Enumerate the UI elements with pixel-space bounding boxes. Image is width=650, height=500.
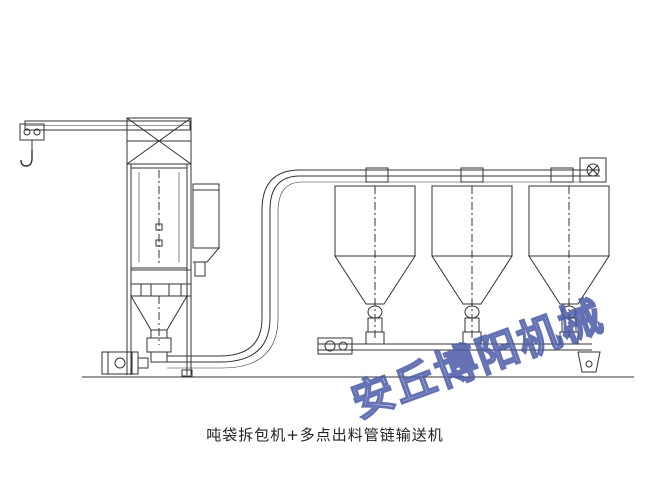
tensioner — [577, 351, 601, 373]
return-motor — [317, 337, 353, 355]
conveyor-drive — [579, 157, 607, 183]
silo-2 — [431, 167, 513, 345]
diagram-caption: 吨袋拆包机+多点出料管链输送机 — [206, 426, 444, 444]
drive-unit — [101, 351, 139, 375]
silo-3 — [528, 167, 610, 345]
bag-chamber — [130, 167, 188, 269]
ton-bag-unloader — [19, 117, 221, 377]
dust-collector — [192, 183, 220, 249]
silo-1 — [334, 167, 416, 345]
hook-icon — [20, 150, 33, 167]
chain-conveyor-pipe — [167, 157, 607, 373]
